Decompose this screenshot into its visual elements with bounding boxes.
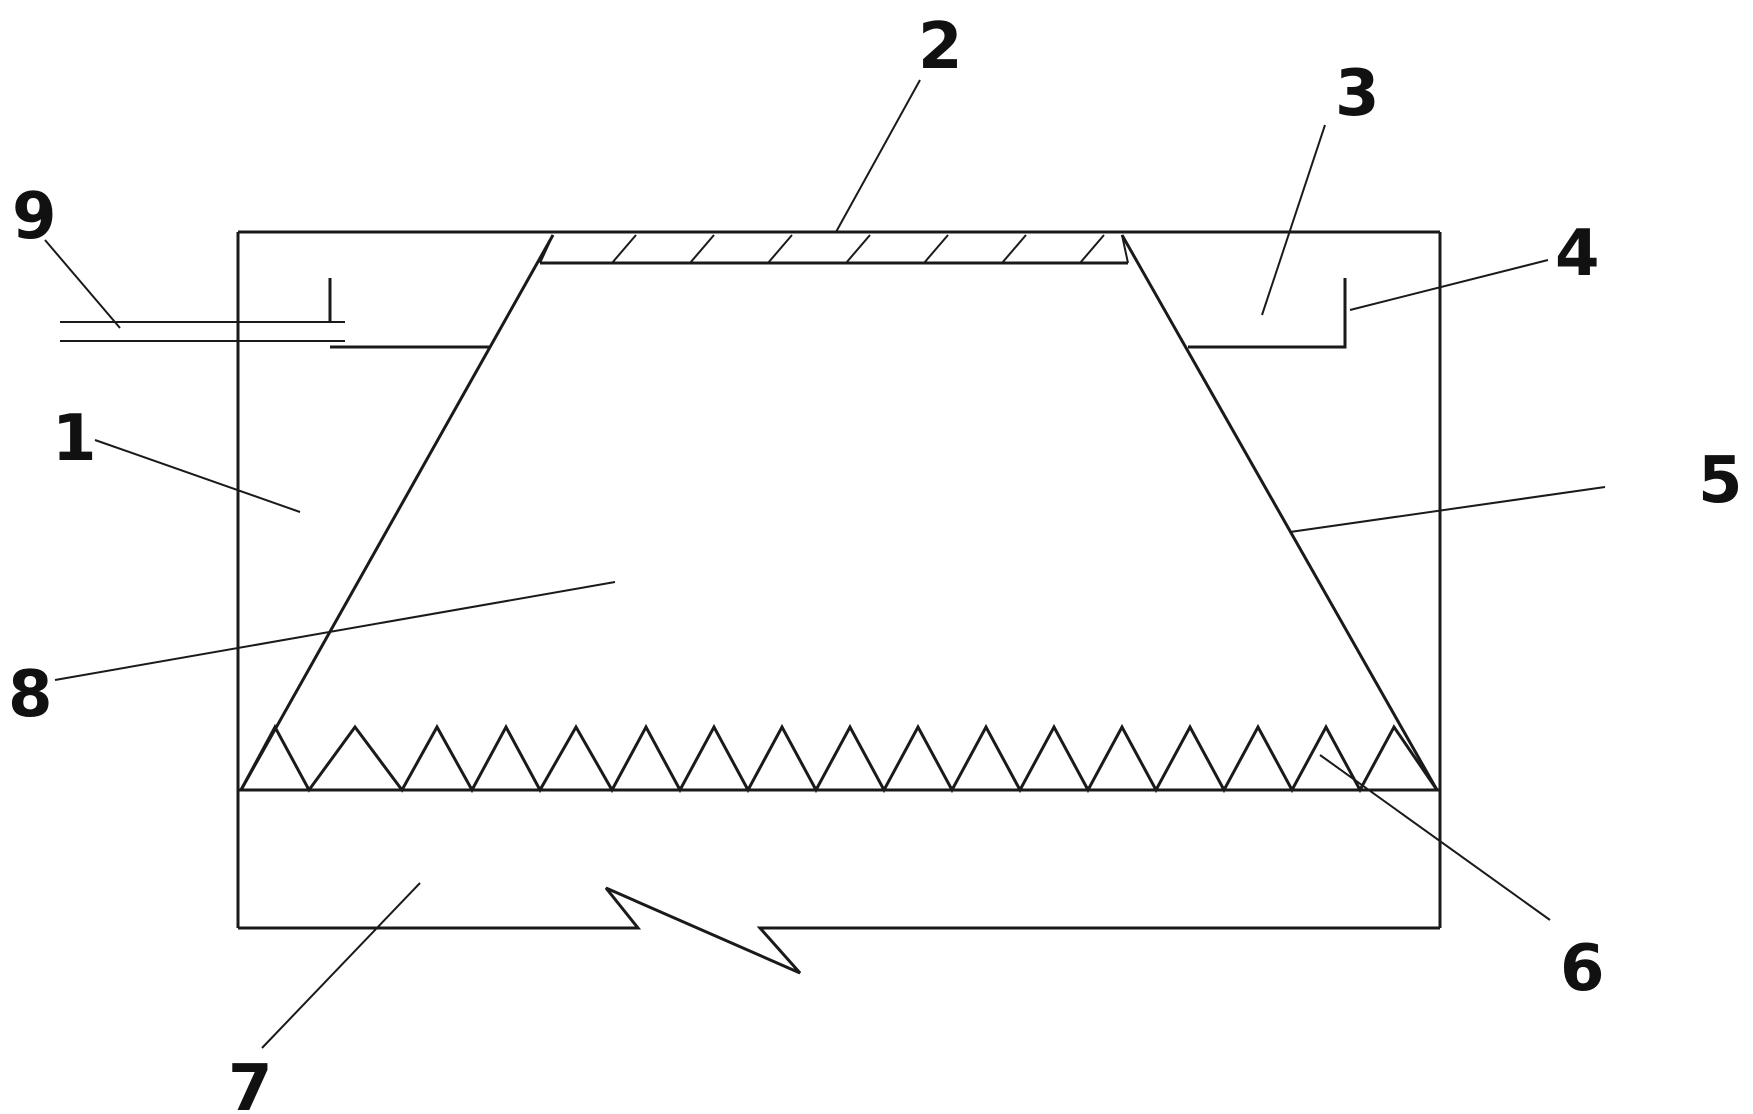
break-line bbox=[238, 886, 1440, 975]
leader-7 bbox=[261, 882, 421, 1049]
callout-2: 2 bbox=[918, 10, 963, 84]
callouts: 1 2 3 4 5 6 7 8 9 bbox=[8, 10, 1743, 1114]
leader-1 bbox=[94, 439, 301, 513]
callout-3: 3 bbox=[1335, 57, 1380, 131]
leader-3 bbox=[1261, 124, 1326, 316]
leader-8 bbox=[54, 581, 616, 681]
outer-housing bbox=[236, 230, 1442, 975]
callout-7: 7 bbox=[228, 1052, 273, 1114]
sawtooth-bottom bbox=[239, 723, 1439, 794]
leader-4 bbox=[1349, 259, 1549, 311]
leader-5 bbox=[1289, 486, 1606, 533]
hatch-marks bbox=[611, 234, 1105, 264]
callout-5: 5 bbox=[1698, 444, 1743, 518]
leader-6 bbox=[1319, 754, 1551, 921]
leader-9 bbox=[44, 239, 121, 329]
callout-1: 1 bbox=[52, 402, 97, 476]
callout-8: 8 bbox=[8, 658, 53, 732]
callout-6: 6 bbox=[1560, 932, 1605, 1006]
callout-4: 4 bbox=[1555, 217, 1600, 291]
trough bbox=[328, 278, 1347, 349]
leader-2 bbox=[835, 79, 921, 233]
top-plate bbox=[540, 234, 1128, 265]
inlet-pipe bbox=[60, 321, 345, 342]
callout-9: 9 bbox=[12, 180, 57, 254]
trapezoid-walls bbox=[239, 234, 1439, 791]
leader-lines bbox=[44, 79, 1606, 1049]
